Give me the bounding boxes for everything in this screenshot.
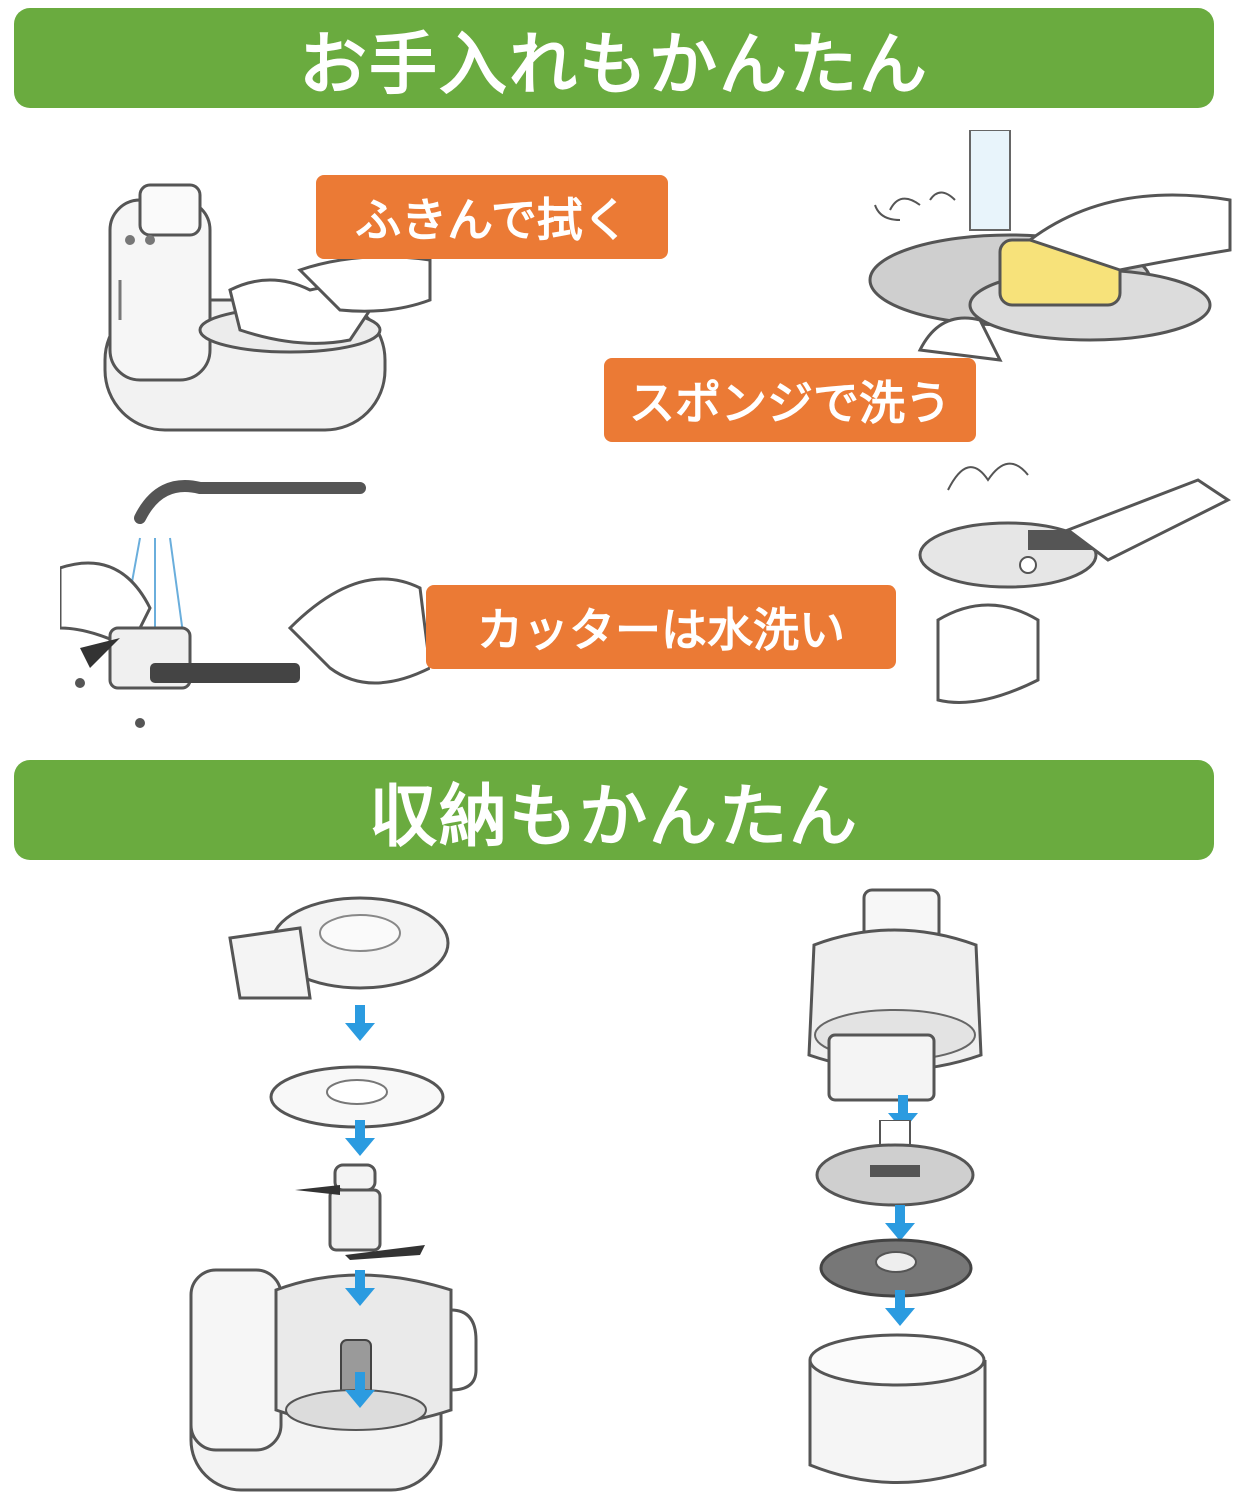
- processor-base-illustration: [186, 1250, 481, 1495]
- bowl-illustration: [805, 1330, 990, 1495]
- cutter-wash-left-illustration: [60, 478, 430, 738]
- container-illustration: [804, 885, 986, 1110]
- wipe-illustration: [100, 180, 440, 450]
- disc-illustration: [268, 1062, 446, 1132]
- arrow-down-icon: [345, 1270, 375, 1306]
- arrow-down-icon: [885, 1290, 915, 1326]
- section-title-storage: 収納もかんたん: [14, 760, 1214, 860]
- sponge-illustration: [860, 130, 1240, 370]
- label-sponge: スポンジで洗う: [604, 358, 976, 442]
- slicer-disc-illustration: [815, 1120, 975, 1210]
- arrow-down-icon: [345, 1005, 375, 1041]
- lid-illustration: [220, 888, 450, 1013]
- grater-disc-illustration: [818, 1230, 974, 1300]
- arrow-down-icon: [345, 1120, 375, 1156]
- section-title-care: お手入れもかんたん: [14, 8, 1214, 108]
- label-cutter: カッターは水洗い: [426, 585, 896, 669]
- blade-illustration: [290, 1160, 430, 1270]
- arrow-down-icon: [345, 1372, 375, 1408]
- arrow-down-icon: [885, 1205, 915, 1241]
- cutter-wash-right-illustration: [918, 440, 1238, 710]
- label-wipe: ふきんで拭く: [316, 175, 668, 259]
